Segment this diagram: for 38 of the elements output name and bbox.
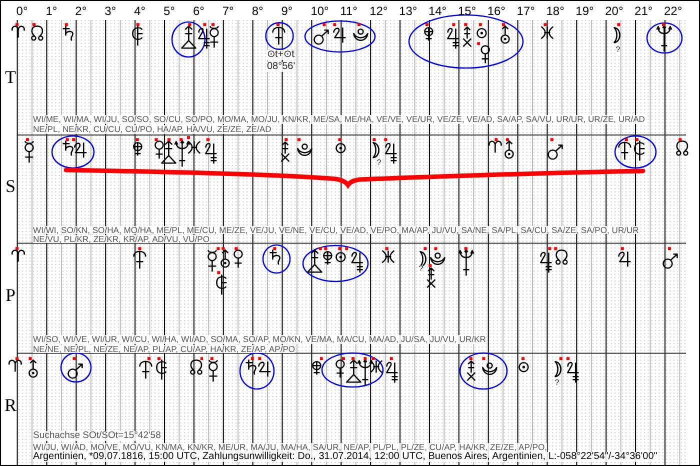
- degree-label: 19°: [576, 5, 594, 17]
- row-label: P: [6, 286, 16, 304]
- degree-label: 5°: [164, 5, 175, 17]
- degree-label: 16°: [487, 5, 506, 17]
- degree-label: 6°: [192, 5, 204, 17]
- midpoint-list: WI/SO, WI/VE, WI/UR, WI/CU, WI/HA, WI/AD, SO/MA, SO/AP, MO/KN, VE/MA, MA/CU, MA/AD, JU/SA, JU/VU, UR/KR: [33, 335, 486, 344]
- question-mark: ?: [554, 379, 560, 387]
- degree-label: 11°: [340, 5, 358, 17]
- midpoint-list: NE/PL, NE/KR, CU/CU, CU/PO, HA/AP, HA/VU, ZE/ZE, ZE/AD: [33, 125, 272, 134]
- degree-label: 14°: [428, 5, 447, 17]
- midpoint-list: WI/ME, WI/MA, WI/JU, SO/SO, SO/CU, SO/PO, MO/MA, MO/JU, KN/KR, ME/SA, ME/HA, VE/VE, VE/UR, VE/ZE, VE/AD, SA/AP, SA/VU, UR/UR, UR/ZE, UR/AD: [33, 115, 645, 124]
- degree-label: 15°: [458, 5, 476, 17]
- row-label: R: [4, 396, 16, 414]
- degree-label: 18°: [546, 5, 564, 17]
- degree-label: 2°: [75, 5, 87, 17]
- degree-label: 7°: [222, 5, 234, 17]
- degree-label: 0°: [16, 5, 28, 17]
- degree-label: 9°: [281, 5, 293, 17]
- degree-label: 4°: [134, 5, 146, 17]
- degree-label: 8°: [252, 5, 264, 17]
- degree-label: 20°: [605, 5, 624, 17]
- search-axis-note: Suchachse SOt/SOt=15°42'58: [33, 431, 161, 441]
- midpoint-list: WI/JU, WI/AD, MO/VE, MO/VU, KN/MA, KN/KR, ME/UR, MA/JU, MA/HA, SA/UR, NE/AP, PL/PL, PL/ZE, CU/AP, HA/KR, ZE/ZE, AP/PO,: [33, 443, 548, 452]
- annotation-text: 08°56': [267, 62, 296, 72]
- row-label: S: [6, 177, 16, 195]
- degree-label: 17°: [516, 5, 535, 17]
- degree-label: 1°: [46, 5, 58, 17]
- question-mark: ?: [616, 46, 620, 54]
- degree-label: 21°: [634, 5, 653, 17]
- degree-label: 3°: [104, 5, 116, 17]
- degree-label: 10°: [310, 5, 329, 17]
- annotation-text: ⊙t+⊙t: [267, 50, 294, 60]
- row-label: T: [5, 68, 16, 86]
- degree-label: 13°: [399, 5, 418, 17]
- question-mark: ?: [376, 159, 382, 167]
- question-mark: ?: [418, 265, 424, 273]
- degree-label: 22°: [664, 5, 682, 17]
- degree-label: 12°: [370, 5, 388, 17]
